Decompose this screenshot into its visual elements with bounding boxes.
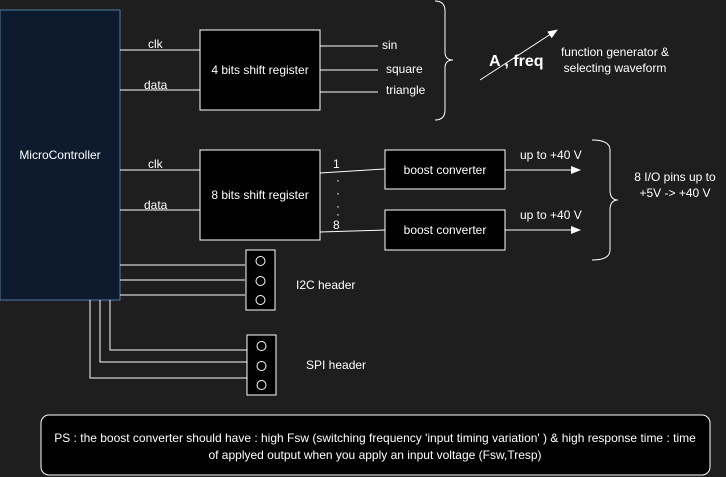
i2c-header-label: I2C header — [296, 278, 355, 292]
note-text-line2: of applyed output when you apply an inpu… — [208, 448, 541, 462]
microcontroller-block[interactable] — [0, 9, 121, 301]
triangle-label: triangle — [386, 83, 426, 97]
pin-8-label: 8 — [333, 218, 340, 232]
spi-header[interactable] — [246, 334, 277, 396]
pin-1-wire — [319, 168, 386, 174]
spi-wire — [89, 300, 247, 379]
waveform-brace — [434, 0, 454, 121]
io-pins-brace — [591, 139, 619, 261]
pin-1-label: 1 — [333, 157, 340, 171]
square-label: square — [386, 62, 423, 76]
data-label-bottom: data — [144, 198, 168, 212]
boost-converter-1-label: boost converter — [404, 163, 487, 177]
shift-register-8bit[interactable] — [199, 149, 321, 241]
i2c-pin — [255, 276, 266, 286]
sin-label: sin — [382, 38, 397, 52]
spi-wire — [109, 300, 247, 351]
boost-output-label-1: up to +40 V — [520, 148, 582, 162]
shift-register-4bit-label: 4 bits shift register — [211, 63, 308, 77]
note-text-line1: PS : the boost converter should have : h… — [54, 431, 696, 445]
shift-register-4bit[interactable] — [199, 29, 321, 111]
pin-dot: · — [336, 207, 340, 221]
note-box — [40, 414, 711, 476]
microcontroller-label: MicroController — [19, 148, 100, 162]
pin-8-wire — [319, 229, 386, 233]
boost-converter-2[interactable] — [384, 209, 506, 251]
i2c-pin — [255, 295, 266, 305]
spi-pin — [256, 341, 267, 351]
function-generator-label-1: function generator & — [561, 45, 669, 59]
pin-dot: · — [336, 199, 340, 213]
io-pins-label-2: +5V -> +40 V — [639, 186, 710, 200]
clk-label-bottom: clk — [148, 157, 164, 171]
i2c-pin — [255, 256, 266, 266]
function-generator-label-2: selecting waveform — [564, 61, 667, 75]
amp-freq-label: A , freq — [489, 53, 544, 70]
pin-dot: · — [336, 173, 340, 187]
spi-pin — [256, 380, 267, 390]
io-pins-label-1: 8 I/O pins up to — [634, 170, 716, 184]
spi-pin — [256, 361, 267, 371]
spi-wire — [99, 300, 247, 363]
adjust-arrow — [479, 29, 558, 81]
spi-header-label: SPI header — [306, 358, 366, 372]
shift-register-8bit-label: 8 bits shift register — [211, 188, 308, 202]
data-label-top: data — [144, 78, 168, 92]
boost-converter-2-label: boost converter — [404, 223, 487, 237]
clk-label-top: clk — [148, 37, 164, 51]
pin-dot: · — [336, 186, 340, 200]
boost-converter-1[interactable] — [384, 149, 506, 190]
boost-output-label-2: up to +40 V — [520, 208, 582, 222]
i2c-header[interactable] — [245, 249, 276, 311]
